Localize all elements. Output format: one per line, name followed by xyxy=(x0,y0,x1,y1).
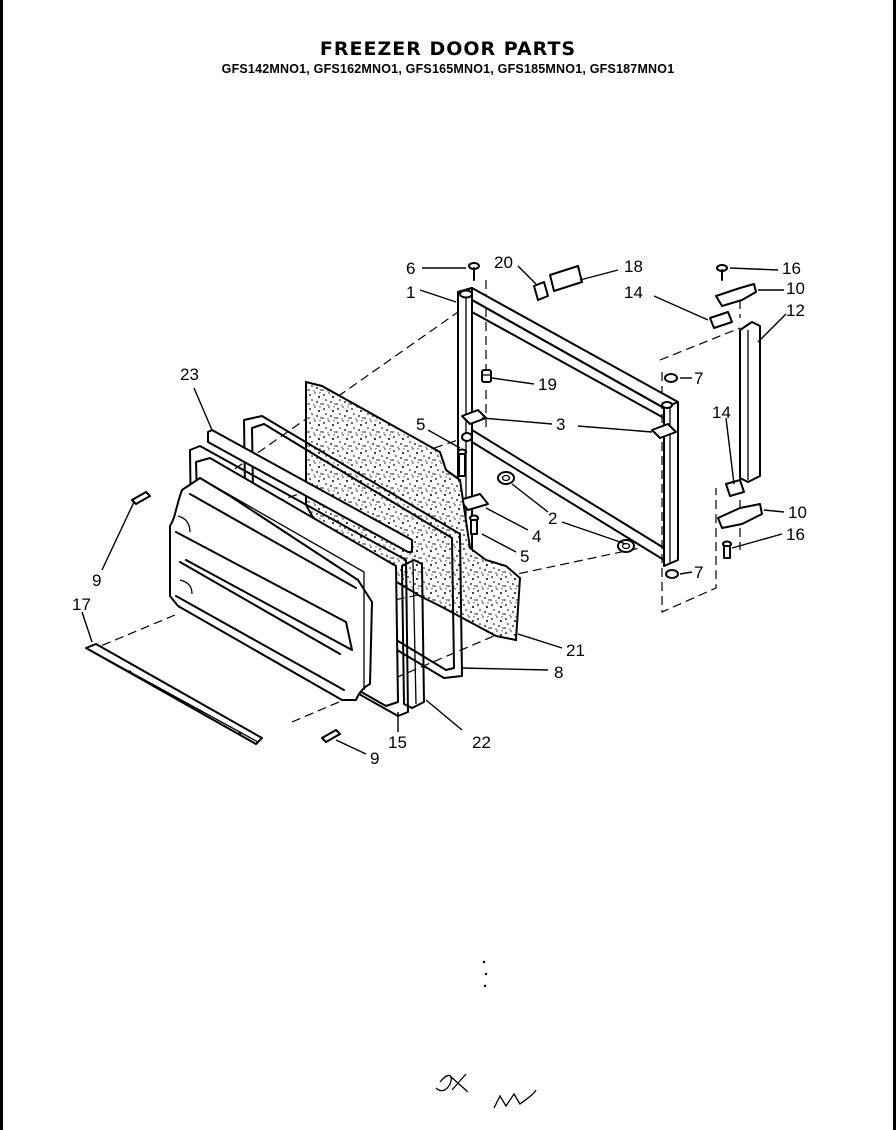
callout-21: 21 xyxy=(566,641,585,660)
callout-16-bottom: 16 xyxy=(786,525,805,544)
shelf-bar-17-icon xyxy=(85,643,263,745)
plug-19-icon xyxy=(481,369,492,383)
callout-14-top: 14 xyxy=(624,283,643,302)
shim-14-top-icon xyxy=(709,311,733,329)
left-border xyxy=(0,0,3,1130)
callout-20: 20 xyxy=(494,253,513,272)
door-liner-icon xyxy=(169,457,399,707)
callout-19: 19 xyxy=(538,375,557,394)
callout-12: 12 xyxy=(786,301,805,320)
screw-6-icon xyxy=(468,262,480,281)
label-plate-18-icon xyxy=(549,265,583,292)
hinge-10-top-icon xyxy=(715,283,757,307)
callout-9-bottom: 9 xyxy=(370,749,379,768)
callout-labels: 6 1 20 18 14 16 10 12 7 19 23 3 5 14 10 … xyxy=(72,253,807,768)
screw-16-bottom-icon xyxy=(722,540,732,559)
gasket-strip-22-icon xyxy=(401,559,425,709)
stop-7-bottom-icon xyxy=(665,569,679,579)
shelf-pin-9-bottom-icon xyxy=(321,729,341,743)
callout-22: 22 xyxy=(472,733,491,752)
screw-5-bottom-icon xyxy=(469,514,479,535)
callout-23: 23 xyxy=(180,365,199,384)
callout-8: 8 xyxy=(554,663,563,682)
callout-5-top: 5 xyxy=(416,415,425,434)
callout-16-top: 16 xyxy=(782,259,801,278)
callout-9-top: 9 xyxy=(92,571,101,590)
callout-10-top: 10 xyxy=(786,279,805,298)
scan-marks xyxy=(482,960,488,988)
right-border xyxy=(893,0,896,1130)
screw-16-top-icon xyxy=(716,264,728,281)
callout-4: 4 xyxy=(532,527,541,546)
callout-17: 17 xyxy=(72,595,91,614)
screw-5-top-icon xyxy=(457,448,467,477)
page-title: FREEZER DOOR PARTS xyxy=(319,38,577,60)
door-outer-panel xyxy=(457,287,679,577)
callout-6: 6 xyxy=(406,259,415,278)
hinge-10-bottom-icon xyxy=(717,503,763,529)
shim-14-bottom-icon xyxy=(725,479,745,497)
callout-3: 3 xyxy=(556,415,565,434)
callout-2: 2 xyxy=(548,509,557,528)
callout-1: 1 xyxy=(406,283,415,302)
callout-10-bottom: 10 xyxy=(788,503,807,522)
handwritten-mark xyxy=(435,1073,537,1109)
handle-12-icon xyxy=(739,321,761,483)
callout-7-top: 7 xyxy=(694,369,703,388)
stop-7-top-icon xyxy=(664,373,678,383)
callout-5-bottom: 5 xyxy=(520,547,529,566)
leader-lines xyxy=(81,265,787,755)
callout-15: 15 xyxy=(388,733,407,752)
shelf-pin-9-top-icon xyxy=(131,491,151,505)
model-numbers: GFS142MNO1, GFS162MNO1, GFS165MNO1, GFS1… xyxy=(221,62,675,76)
label-20-icon xyxy=(533,281,549,301)
callout-14-bottom: 14 xyxy=(712,403,731,422)
callout-18: 18 xyxy=(624,257,643,276)
hinge-4-icon xyxy=(459,493,489,511)
callout-7-bottom: 7 xyxy=(694,563,703,582)
